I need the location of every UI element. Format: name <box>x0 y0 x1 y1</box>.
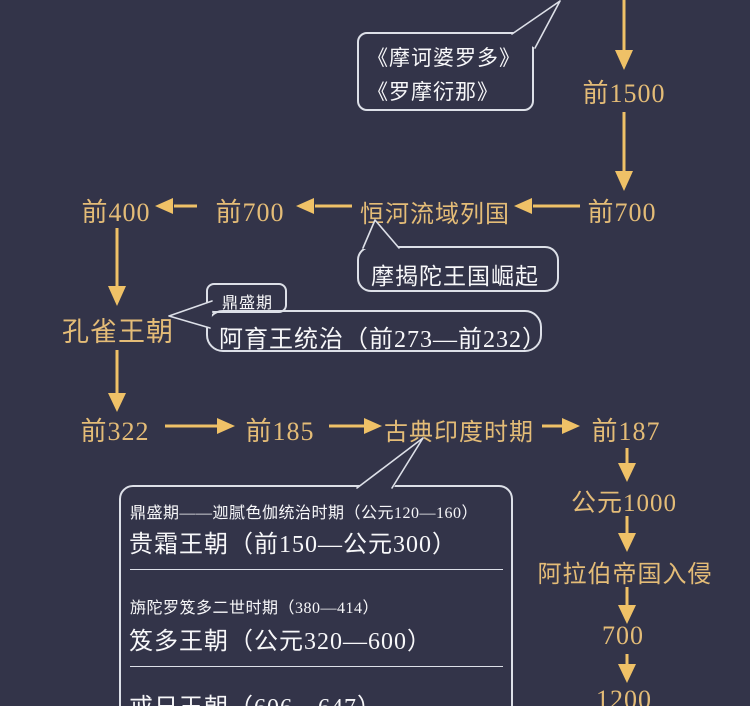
arrow-bc400-to-maurya-icon <box>108 228 126 306</box>
arrow-bc1500-to-bc700-icon <box>615 112 633 191</box>
ashoka-reign-label: 阿育王统治（前273—前232） <box>219 327 547 353</box>
node-arab-invasion: 阿拉伯帝国入侵 <box>537 562 713 588</box>
arrow-ganges-to-bc700-icon <box>296 198 352 214</box>
node-ad1200: 1200 <box>596 685 652 706</box>
gupta-peak-label: 旃陀罗笈多二世时期（380—414） <box>130 600 380 617</box>
node-bc700-mid: 前700 <box>215 198 285 227</box>
node-bc1500: 前1500 <box>582 79 666 108</box>
node-ad1000: 公元1000 <box>570 490 678 517</box>
node-classical-india: 古典印度时期 <box>384 420 534 446</box>
node-bc700-right: 前700 <box>587 198 657 227</box>
arrow-maurya-to-bc322-icon <box>108 350 126 412</box>
arrow-arab-to-700-icon <box>618 587 636 624</box>
arrow-bc185-to-classical-icon <box>329 418 382 434</box>
node-bc185: 前185 <box>245 417 315 446</box>
maurya-peak-tab: 鼎盛期 <box>206 283 287 313</box>
arrow-down-to-bc1500-icon <box>615 0 633 70</box>
node-bc400: 前400 <box>81 198 151 227</box>
epic-mahabharata: 《摩诃婆罗多》 <box>367 46 521 70</box>
divider-2 <box>130 666 503 667</box>
node-ad700: 700 <box>602 621 644 650</box>
gupta-dynasty-label: 笈多王朝（公元320—600） <box>129 629 432 655</box>
node-bc322: 前322 <box>80 417 150 446</box>
kushan-dynasty-label: 贵霜王朝（前150—公元300） <box>129 532 457 558</box>
arrow-bc322-to-bc185-icon <box>165 418 235 434</box>
node-bc187: 前187 <box>591 417 661 446</box>
arrow-bc187-to-ad1000-icon <box>618 448 636 482</box>
kushan-peak-label: 鼎盛期——迦腻色伽统治时期（公元120—160） <box>130 505 479 522</box>
magadha-label: 摩揭陀王国崛起 <box>371 264 539 289</box>
harsha-dynasty-label: 戒日王朝（606—647） <box>129 687 382 706</box>
epics-callout-box: 《摩诃婆罗多》 《罗摩衍那》 <box>357 32 534 111</box>
arrow-bc700-to-bc400-icon <box>155 198 197 214</box>
arrow-classical-to-bc187-icon <box>542 418 580 434</box>
maurya-peak-tab-label: 鼎盛期 <box>222 295 274 312</box>
dynasty-detail-box: 鼎盛期——迦腻色伽统治时期（公元120—160） 贵霜王朝（前150—公元300… <box>119 485 513 706</box>
arrow-bc700right-to-ganges-icon <box>514 198 580 214</box>
magadha-callout-box: 摩揭陀王国崛起 <box>357 246 559 292</box>
node-ganges-states: 恒河流域列国 <box>360 202 510 228</box>
maurya-peak-box: 阿育王统治（前273—前232） <box>206 310 546 353</box>
node-maurya: 孔雀王朝 <box>62 317 174 347</box>
arrow-700-to-1200-icon <box>618 654 636 683</box>
arrow-ad1000-to-arab-icon <box>618 516 636 552</box>
divider-1 <box>130 569 503 570</box>
epic-ramayana: 《罗摩衍那》 <box>367 80 499 104</box>
